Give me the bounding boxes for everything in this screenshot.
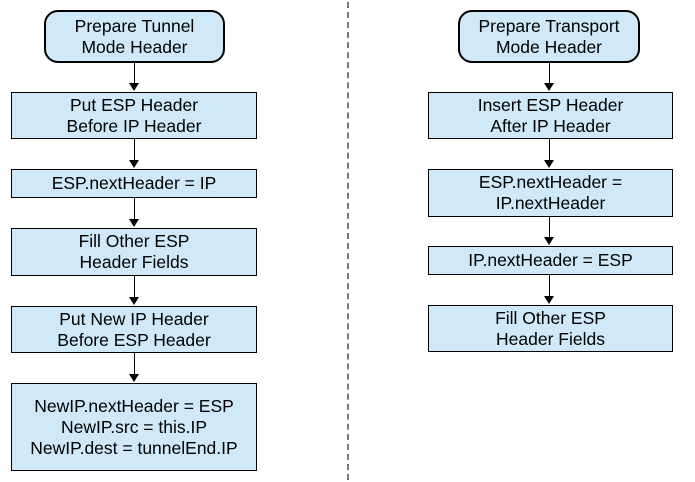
node-line: Mode Header	[495, 36, 603, 57]
flow-node-prepare-tunnel-mode-header: Prepare Tunnel Mode Header	[44, 10, 225, 63]
flow-node-esp-nextheader-ip: ESP.nextHeader = IP	[11, 169, 257, 198]
arrow-head-icon	[544, 83, 554, 91]
arrow-shaft	[548, 275, 551, 298]
flow-node-ip-nextheader-esp: IP.nextHeader = ESP	[428, 246, 673, 275]
flow-arrow-down	[129, 63, 140, 91]
flow-arrow-down	[129, 276, 140, 305]
flow-node-newip-assignments: NewIP.nextHeader = ESP NewIP.src = this.…	[11, 383, 257, 471]
node-line: After IP Header	[490, 115, 611, 136]
node-line: NewIP.dest = tunnelEnd.IP	[30, 437, 238, 458]
arrow-shaft	[133, 139, 136, 162]
arrow-shaft	[133, 276, 136, 299]
node-line: Fill Other ESP	[495, 307, 606, 328]
dashed-divider	[347, 2, 349, 480]
arrow-head-icon	[129, 297, 139, 305]
arrow-head-icon	[544, 160, 554, 168]
flow-node-put-new-ip-header-before-esp-header: Put New IP Header Before ESP Header	[11, 306, 257, 353]
node-line: IP.nextHeader = ESP	[468, 250, 633, 270]
flow-node-fill-other-esp-header-fields-right: Fill Other ESP Header Fields	[428, 305, 673, 352]
arrow-shaft	[133, 198, 136, 221]
flow-node-fill-other-esp-header-fields-left: Fill Other ESP Header Fields	[11, 228, 257, 276]
arrow-head-icon	[129, 374, 139, 382]
flow-arrow-down	[129, 353, 140, 382]
node-line: ESP.nextHeader =	[478, 172, 623, 192]
arrow-head-icon	[129, 160, 139, 168]
node-line: Prepare Tunnel	[74, 15, 195, 36]
node-line: Put ESP Header	[69, 94, 199, 115]
flow-node-esp-nextheader-equals-ip-nextheader: ESP.nextHeader = IP.nextHeader	[428, 169, 673, 217]
node-line: ESP.nextHeader = IP	[51, 173, 217, 193]
flow-arrow-down	[544, 139, 555, 168]
arrow-shaft	[548, 139, 551, 162]
flow-arrow-down	[544, 275, 555, 304]
arrow-shaft	[133, 63, 136, 85]
flow-node-insert-esp-header-after-ip-header: Insert ESP Header After IP Header	[428, 92, 673, 139]
node-line: Fill Other ESP	[78, 231, 190, 251]
node-line: NewIP.nextHeader = ESP	[34, 395, 234, 416]
arrow-shaft	[133, 353, 136, 376]
node-line: IP.nextHeader	[495, 193, 606, 213]
flow-node-put-esp-header-before-ip-header: Put ESP Header Before IP Header	[11, 92, 257, 139]
node-line: Header Fields	[79, 252, 189, 272]
flow-node-prepare-transport-mode-header: Prepare Transport Mode Header	[458, 10, 640, 63]
node-line: Before ESP Header	[57, 329, 211, 350]
arrow-shaft	[548, 63, 551, 85]
flow-arrow-down	[129, 139, 140, 168]
arrow-shaft	[548, 217, 551, 239]
flow-arrow-down	[129, 198, 140, 227]
node-line: Insert ESP Header	[477, 94, 624, 115]
arrow-head-icon	[129, 83, 139, 91]
flow-arrow-down	[544, 63, 555, 91]
node-line: Prepare Transport	[478, 15, 620, 36]
node-line: Before IP Header	[66, 115, 202, 136]
node-line: Header Fields	[496, 328, 605, 349]
node-line: NewIP.src = this.IP	[60, 416, 208, 437]
arrow-head-icon	[129, 219, 139, 227]
arrow-head-icon	[544, 296, 554, 304]
node-line: Put New IP Header	[59, 308, 209, 329]
node-line: Mode Header	[81, 36, 188, 57]
arrow-head-icon	[544, 237, 554, 245]
flow-arrow-down	[544, 217, 555, 245]
